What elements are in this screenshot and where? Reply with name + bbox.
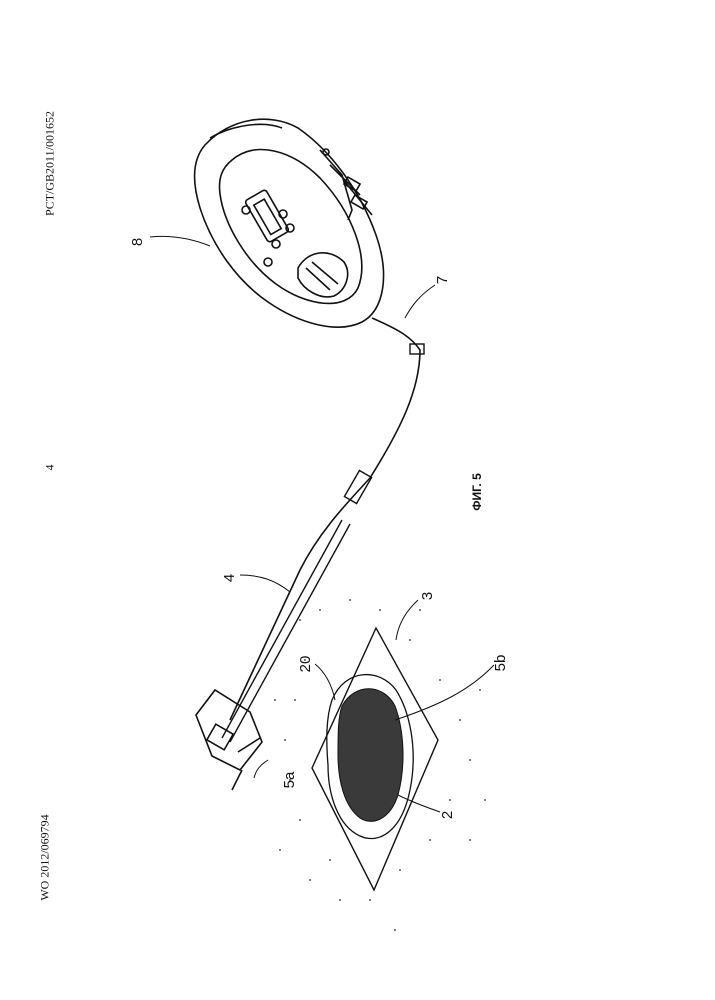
label-5b: 5b	[492, 655, 509, 672]
leader-lines	[150, 236, 494, 812]
wound-dressing	[274, 599, 486, 931]
inline-connector	[344, 471, 371, 504]
connecting-tube	[230, 318, 420, 720]
label-8: 8	[129, 238, 146, 246]
wound-port	[196, 690, 262, 790]
label-20: 20	[297, 656, 314, 673]
label-7: 7	[434, 276, 451, 284]
conduit	[222, 520, 350, 742]
pump-device	[195, 119, 384, 327]
label-5a: 5a	[281, 771, 298, 788]
label-2: 2	[439, 811, 456, 819]
label-3: 3	[419, 592, 436, 600]
label-4: 4	[221, 574, 238, 582]
wound-filler	[338, 689, 403, 822]
